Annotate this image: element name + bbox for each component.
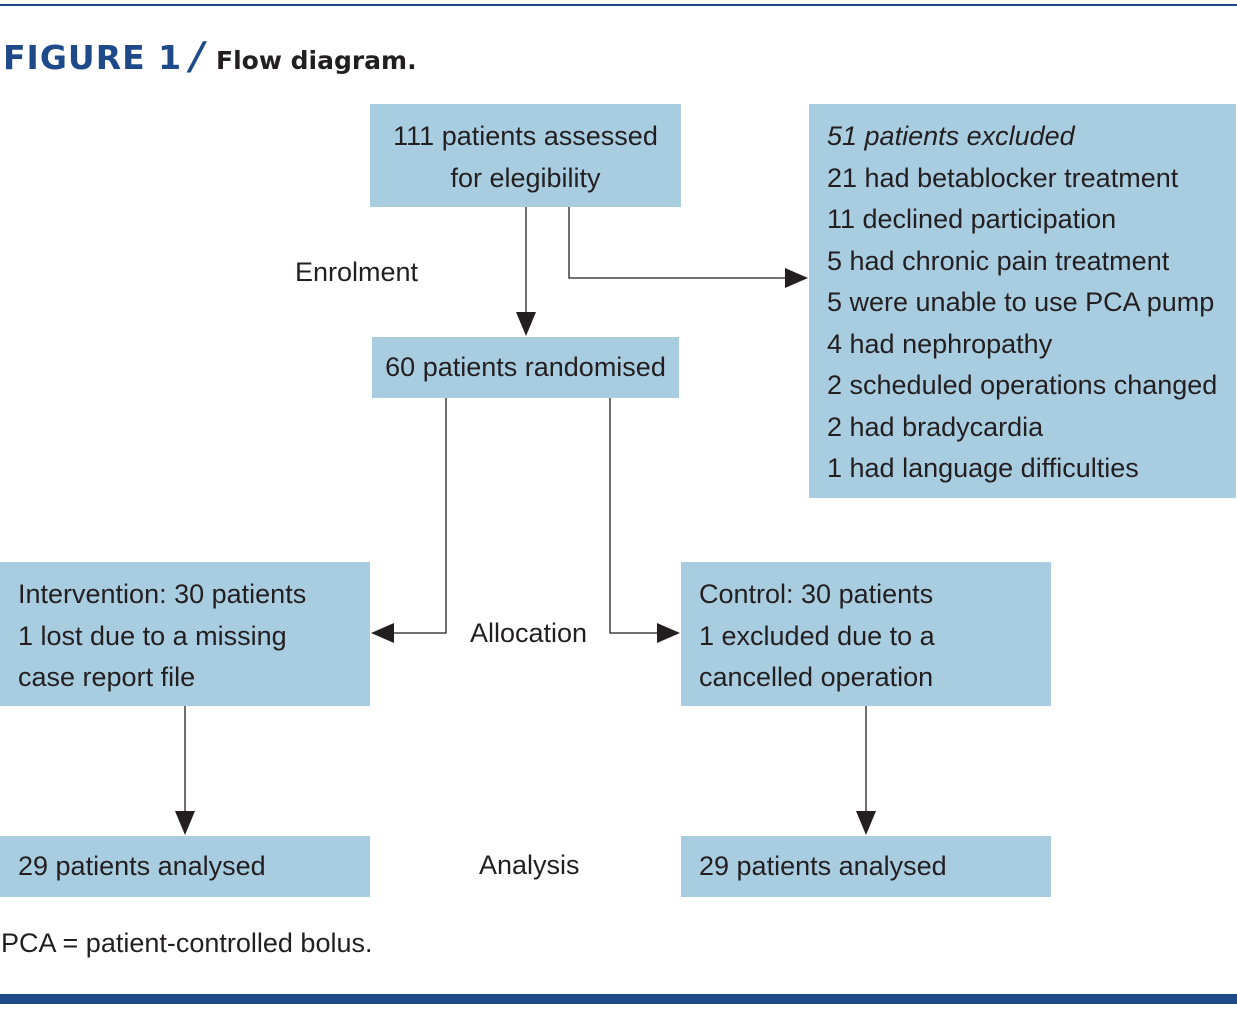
arrow-control-to-analysed (856, 811, 876, 835)
control-line-3: cancelled operation (699, 662, 934, 692)
figure-label: FIGURE 1 (3, 38, 183, 77)
excluded-reason: 5 had chronic pain treatment (827, 245, 1170, 276)
stage-enrolment: Enrolment (295, 257, 419, 287)
box-intervention: Intervention: 30 patients 1 lost due to … (0, 562, 370, 706)
excluded-reason: 2 had bradycardia (827, 411, 1044, 442)
intervention-line-2: 1 lost due to a missing (18, 620, 287, 651)
stage-analysis: Analysis (479, 850, 580, 880)
stage-allocation: Allocation (470, 618, 588, 648)
excluded-reason: 2 scheduled operations changed (827, 370, 1218, 400)
analysed-control-line: 29 patients analysed (699, 851, 947, 881)
assessed-line-1: 111 patients assessed (393, 121, 658, 151)
box-randomised: 60 patients randomised (372, 337, 679, 398)
box-assessed: 111 patients assessed for elegibility (370, 104, 681, 207)
control-line-1: Control: 30 patients (699, 579, 934, 609)
excluded-heading: 51 patients excluded (827, 121, 1075, 151)
excluded-reason: 5 were unable to use PCA pump (827, 287, 1215, 317)
excluded-reason: 4 had nephropathy (827, 328, 1053, 359)
box-analysed-intervention: 29 patients analysed (0, 836, 370, 897)
intervention-line-3: case report file (18, 662, 196, 692)
box-analysed-control: 29 patients analysed (681, 836, 1051, 897)
figure-caption: Flow diagram. (216, 46, 417, 75)
excluded-reason: 21 had betablocker treatment (827, 162, 1179, 193)
analysed-intervention-line: 29 patients analysed (18, 851, 266, 881)
connector-randomised-to-control (609, 398, 657, 634)
excluded-reason: 11 declined participation (827, 204, 1117, 234)
arrow-assessed-to-excluded (785, 268, 808, 288)
assessed-line-2: for elegibility (450, 162, 601, 193)
arrow-intervention-to-analysed (175, 811, 195, 835)
connector-randomised-to-intervention (394, 398, 447, 634)
arrow-assessed-to-randomised (516, 312, 536, 336)
excluded-reason: 1 had language difficulties (827, 453, 1139, 483)
top-rule (0, 4, 1237, 6)
control-line-2: 1 excluded due to a (699, 620, 935, 651)
arrow-randomised-to-control (657, 623, 680, 643)
randomised-line-1: 60 patients randomised (385, 352, 666, 382)
box-control: Control: 30 patients 1 excluded due to a… (681, 562, 1051, 706)
figure-header: FIGURE 1 / Flow diagram. (3, 34, 417, 84)
arrow-randomised-to-intervention (371, 623, 394, 643)
box-excluded: 51 patients excluded 21 had betablocker … (809, 104, 1236, 498)
footnote: PCA = patient-controlled bolus. (1, 928, 373, 958)
connector-assessed-to-excluded (568, 207, 785, 279)
bottom-rule (0, 994, 1237, 1004)
intervention-line-1: Intervention: 30 patients (18, 579, 307, 609)
